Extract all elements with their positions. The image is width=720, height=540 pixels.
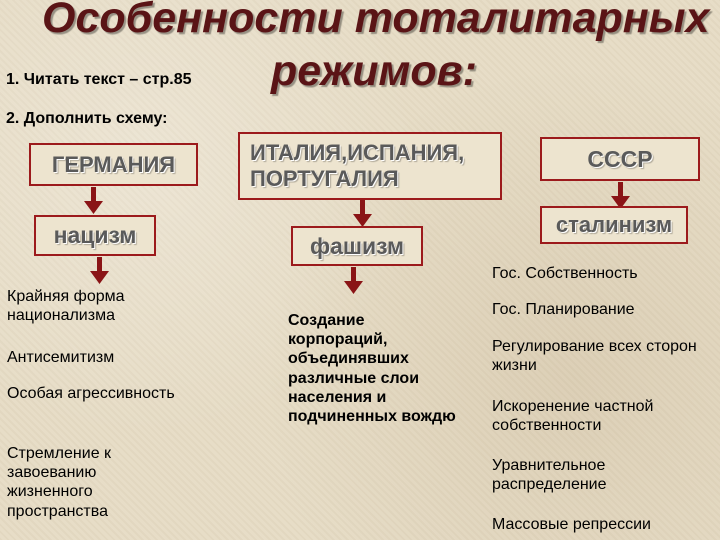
ideology-box-stalinism: сталинизм	[540, 206, 688, 244]
list-item-italy-1: Создание корпораций, объединявших различ…	[288, 312, 456, 425]
list-item-ussr-5: Уравнительное распределение	[492, 457, 607, 494]
down-arrow-icon	[90, 257, 109, 284]
country-box-ussr: СССР	[540, 137, 700, 181]
down-arrow-icon	[611, 182, 630, 209]
country-label-germany: ГЕРМАНИЯ	[51, 151, 176, 177]
ideology-label-nazism: нацизм	[53, 222, 137, 248]
country-box-germany: ГЕРМАНИЯ	[29, 143, 198, 186]
page-title-line2: режимов:	[271, 47, 477, 95]
list-item-ussr-1: Гос. Собственность	[492, 265, 638, 282]
list-item-ussr-4: Искоренение частной собственности	[492, 398, 654, 435]
country-label-ussr: СССР	[587, 145, 653, 172]
ideology-label-stalinism: сталинизм	[555, 212, 673, 237]
list-item-ussr-3: Регулирование всех сторон жизни	[492, 338, 697, 375]
list-item-germany-3: Особая агрессивность	[7, 385, 175, 402]
task-read-text: 1. Читать текст – стр.85	[6, 71, 192, 88]
down-arrow-icon	[344, 267, 363, 294]
ideology-label-fascism: фашизм	[309, 232, 405, 259]
list-item-germany-1: Крайняя форма национализма	[7, 288, 125, 325]
country-box-italy-spain-portugal: ИТАЛИЯ,ИСПАНИЯ, ПОРТУГАЛИЯ	[238, 132, 502, 200]
ideology-box-nazism: нацизм	[34, 215, 156, 256]
down-arrow-icon	[353, 200, 372, 227]
down-arrow-icon	[84, 187, 103, 214]
list-item-ussr-6: Массовые репрессии	[492, 516, 651, 533]
list-item-ussr-2: Гос. Планирование	[492, 301, 635, 318]
list-item-germany-4: Стремление к завоеванию жизненного прост…	[7, 445, 112, 520]
page-title-line1: Особенности тоталитарных	[42, 0, 710, 42]
ideology-box-fascism: фашизм	[291, 226, 423, 266]
list-item-germany-2: Антисемитизм	[7, 349, 115, 366]
task-complete-diagram: 2. Дополнить схему:	[6, 110, 168, 127]
country-label-italy-spain-portugal: ИТАЛИЯ,ИСПАНИЯ, ПОРТУГАЛИЯ	[250, 139, 465, 191]
